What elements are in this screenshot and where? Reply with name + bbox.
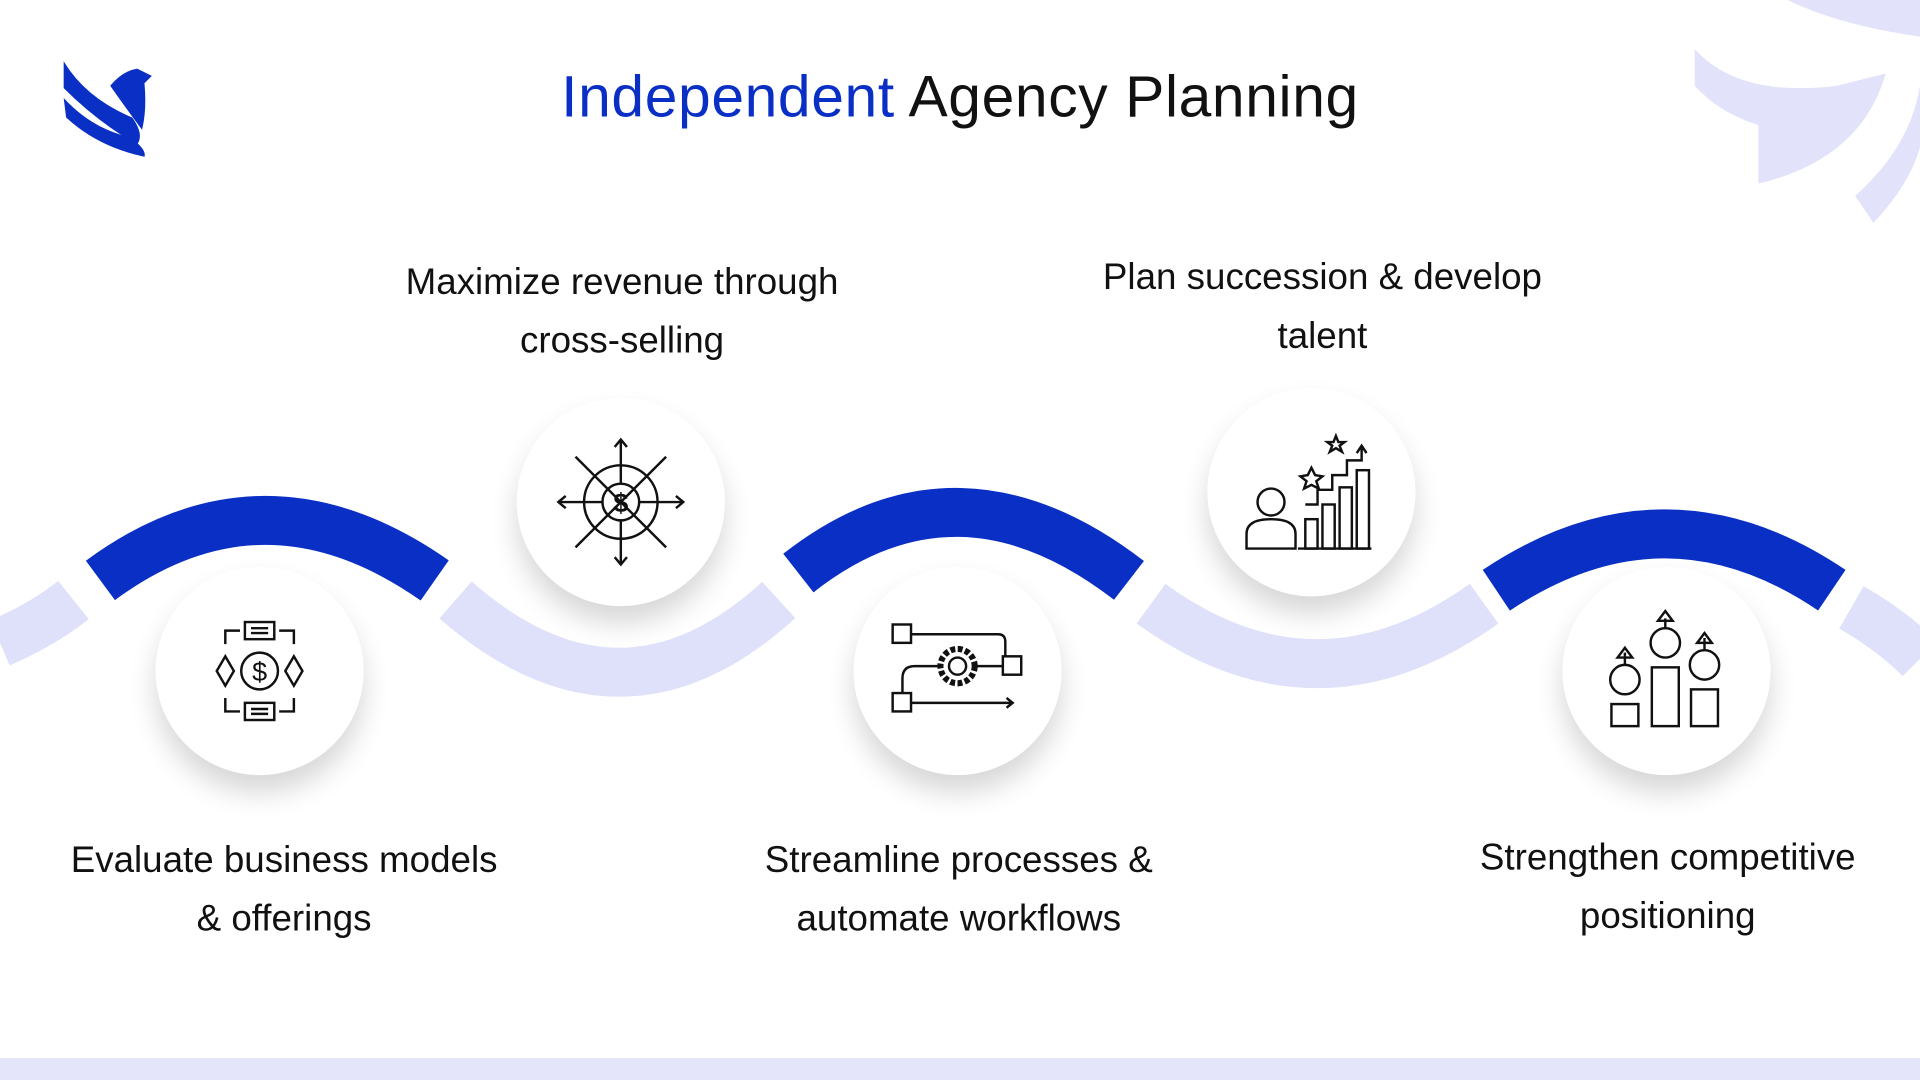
bottom-band xyxy=(0,1057,1920,1080)
step-2-line-1: Maximize revenue through xyxy=(405,262,839,303)
wave-light-segment xyxy=(1839,586,1920,677)
workflow-gear-icon xyxy=(891,623,1023,713)
step-1-line-1: Evaluate business models xyxy=(70,840,498,881)
step-5-line-2: positioning xyxy=(1579,896,1756,937)
wave-blue-segment xyxy=(85,495,449,601)
corner-decoration xyxy=(1694,0,1920,223)
wave-blue-segment xyxy=(783,487,1144,600)
step-2-line-2: cross-selling xyxy=(519,320,725,362)
step-5-label: Strengthen competitive positioning xyxy=(1411,829,1920,947)
revenue-dollar-icon: $ xyxy=(556,437,686,567)
wave-blue-segment xyxy=(1482,509,1846,611)
step-4-line-2: talent xyxy=(1277,315,1368,357)
step-3-line-1: Streamline processes & xyxy=(764,840,1153,881)
step-1-label: Evaluate business models & offerings xyxy=(27,831,541,949)
step-3-label: Streamline processes & automate workflow… xyxy=(702,831,1216,949)
business-model-icon: $ xyxy=(215,620,304,722)
wave-light-segment xyxy=(0,580,89,666)
step-1-line-2: & offerings xyxy=(196,898,372,940)
step-4-line-1: Plan succession & develop xyxy=(1102,257,1542,298)
competitive-podium-icon xyxy=(1608,608,1721,728)
title-rest: Agency Planning xyxy=(908,64,1359,130)
wave-light-segment xyxy=(439,581,796,697)
svg-text:$: $ xyxy=(252,657,267,687)
page-title: Independent Agency Planning xyxy=(0,64,1920,131)
step-2-circle: $ xyxy=(516,397,725,607)
step-3-circle xyxy=(853,566,1062,776)
talent-growth-icon xyxy=(1245,432,1372,550)
step-2-label: Maximize revenue through cross-selling xyxy=(365,253,879,371)
step-4-label: Plan succession & develop talent xyxy=(1065,249,1579,367)
title-accent: Independent xyxy=(561,64,895,130)
step-4-circle xyxy=(1207,388,1416,597)
step-5-circle xyxy=(1562,566,1771,776)
wave-light-segment xyxy=(1136,583,1499,689)
step-1-circle: $ xyxy=(155,566,364,776)
eagle-logo xyxy=(63,61,152,157)
step-5-line-1: Strengthen competitive xyxy=(1479,837,1856,878)
step-3-line-2: automate workflows xyxy=(796,898,1122,940)
